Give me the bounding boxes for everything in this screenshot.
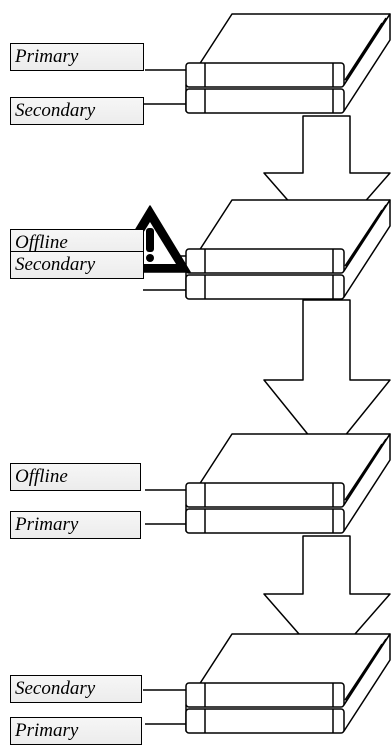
connector-line: [143, 689, 190, 725]
stage-4: [143, 633, 391, 734]
stage-2: [109, 199, 391, 300]
down-arrow-icon: [263, 535, 391, 667]
role-label: Secondary: [10, 97, 144, 125]
role-label: Secondary: [10, 675, 142, 703]
stage-3: [145, 433, 391, 534]
role-label: Primary: [10, 43, 144, 71]
server-stack-icon: [185, 199, 391, 300]
server-stack-icon: [185, 13, 391, 114]
role-label: Secondary: [10, 251, 144, 279]
down-arrow-icon: [263, 299, 391, 459]
stage-1: [143, 13, 391, 114]
connector-line: [145, 489, 190, 525]
server-stack-icon: [185, 633, 391, 734]
role-label: Primary: [10, 717, 142, 745]
role-label: Offline: [10, 463, 141, 491]
role-label: Primary: [10, 511, 141, 539]
server-stack-icon: [185, 433, 391, 534]
connector-line: [143, 69, 190, 105]
